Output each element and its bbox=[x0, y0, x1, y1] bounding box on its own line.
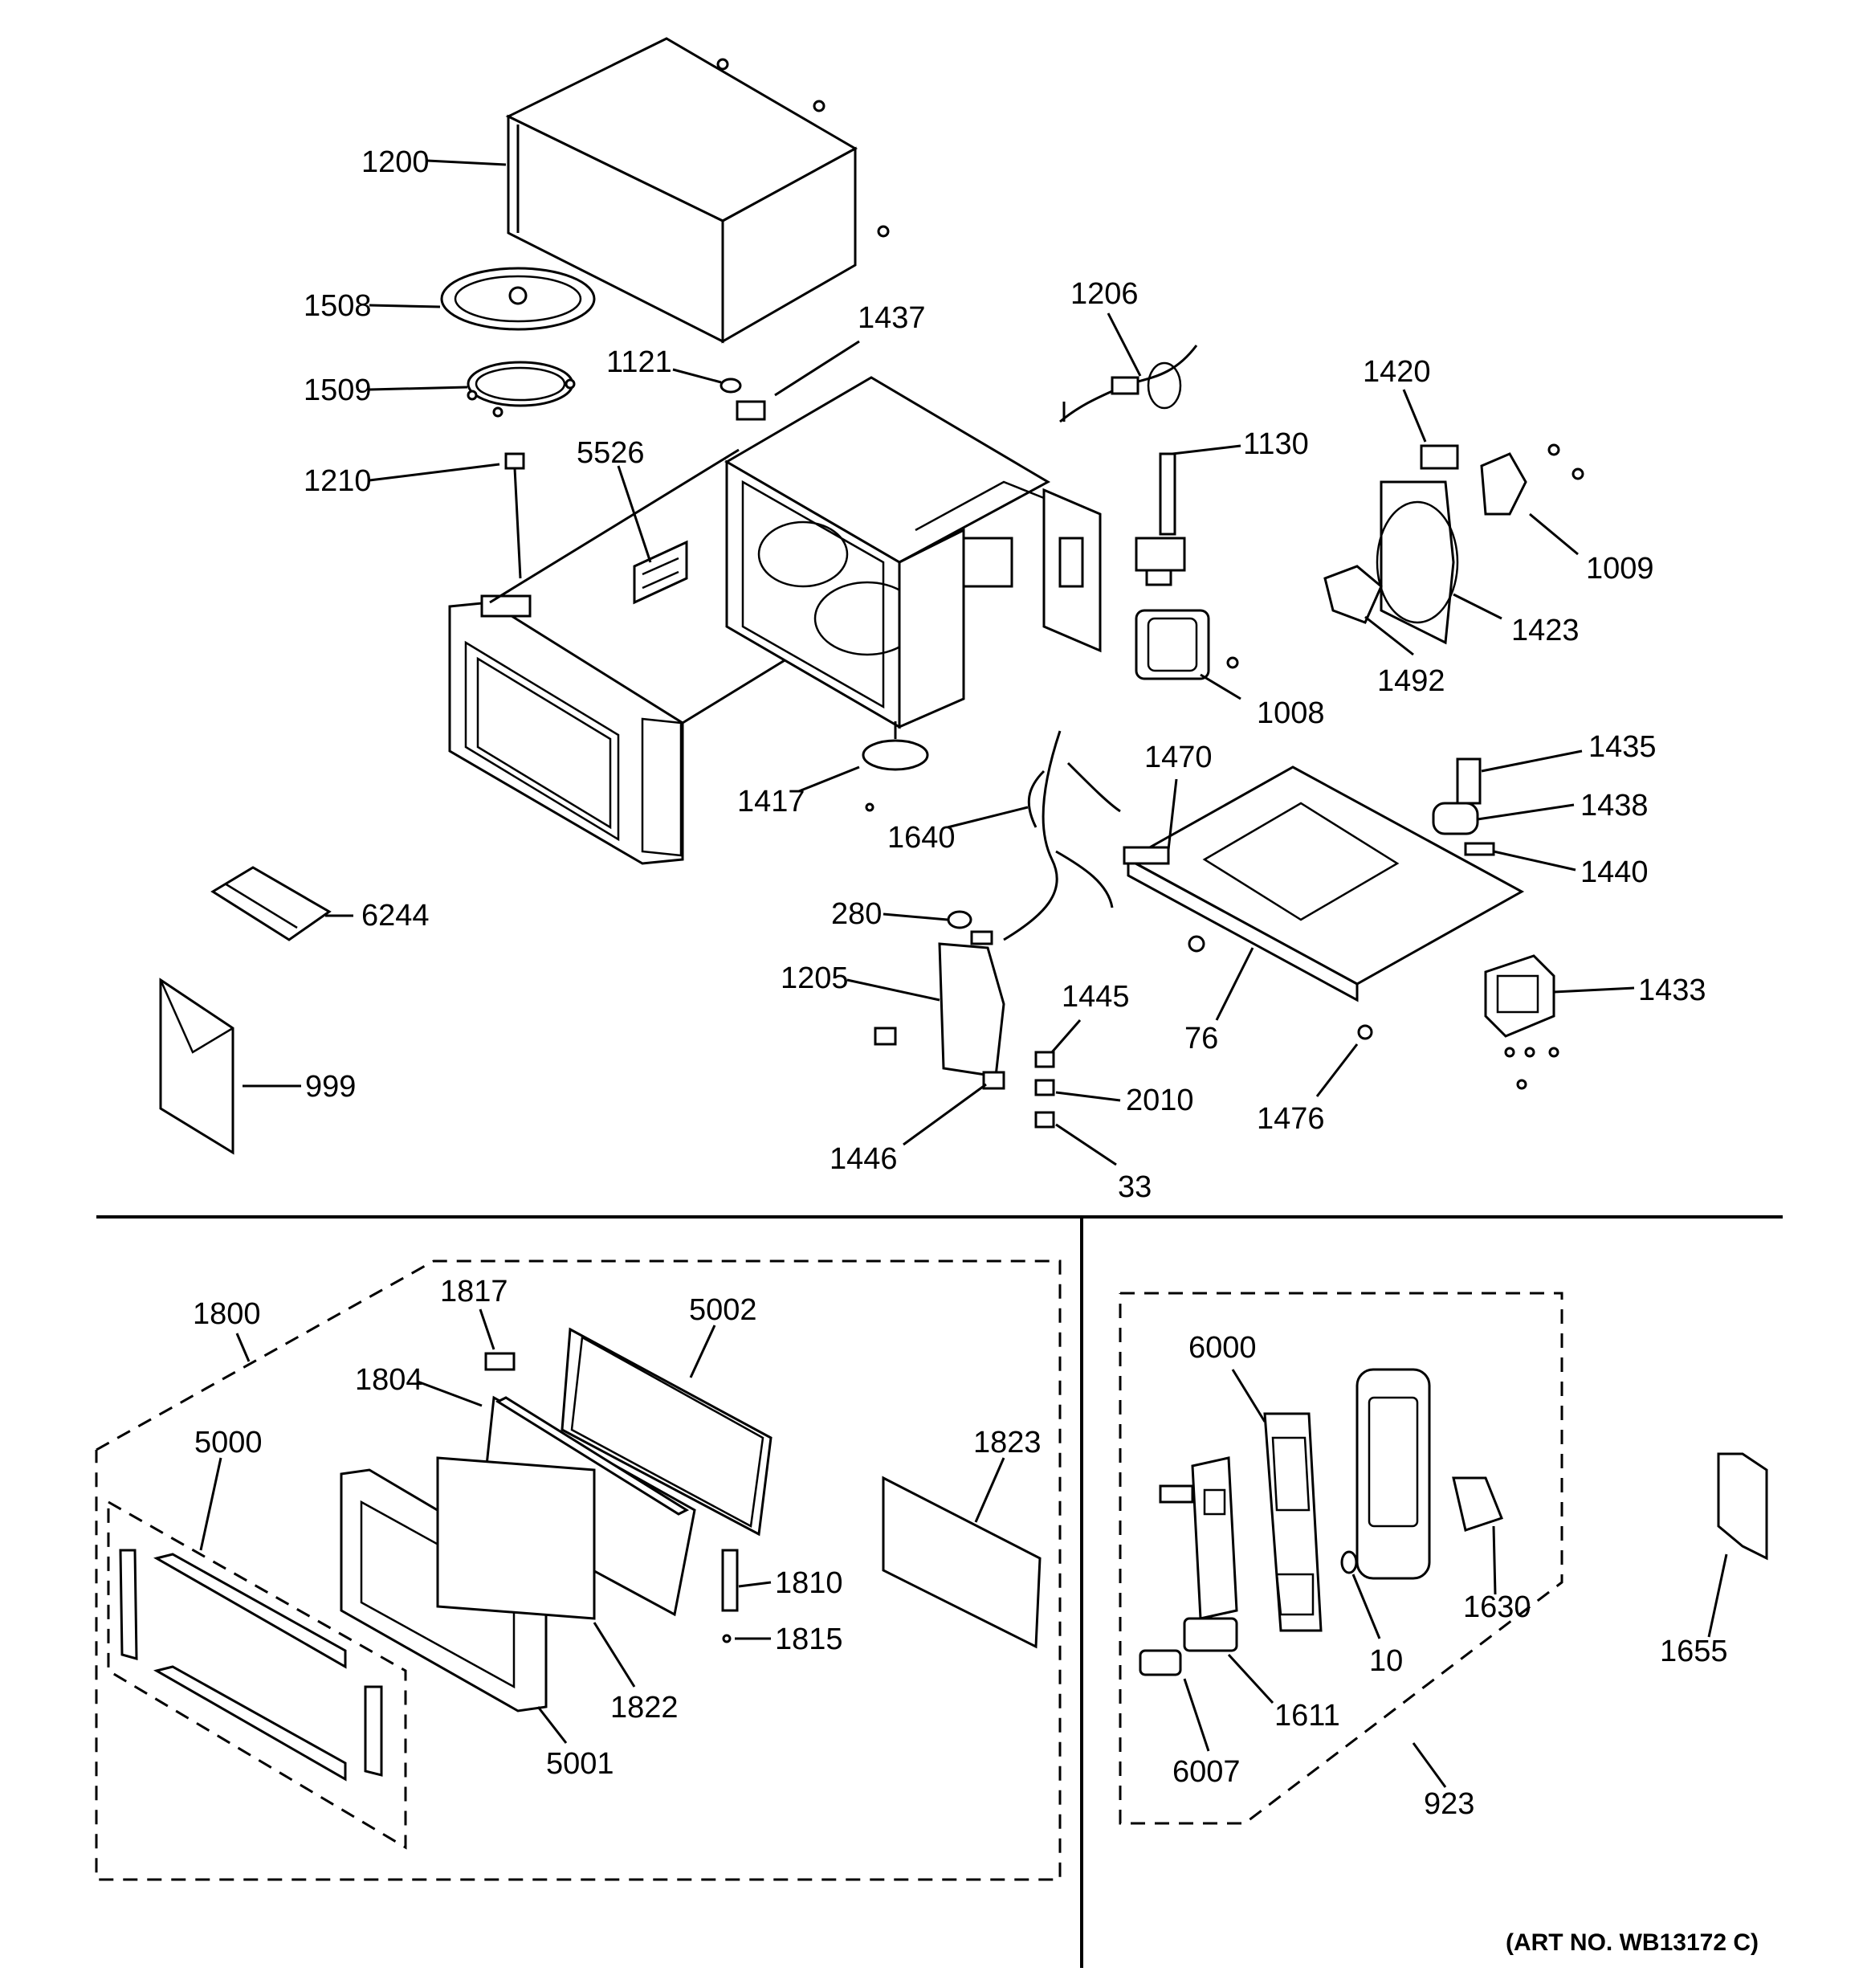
fuse-holder-1438 bbox=[1432, 757, 1495, 856]
label-1130: 1130 bbox=[1243, 427, 1309, 461]
coupler-1210 bbox=[504, 452, 525, 579]
label-1210: 1210 bbox=[304, 464, 372, 498]
fan-assembly-1423 bbox=[1323, 443, 1584, 645]
label-1640: 1640 bbox=[887, 821, 956, 855]
label-6007: 6007 bbox=[1172, 1755, 1241, 1789]
label-1822: 1822 bbox=[610, 1691, 679, 1725]
label-5526: 5526 bbox=[577, 436, 645, 470]
outer-case-1200 bbox=[505, 37, 890, 344]
plate-5526 bbox=[633, 540, 688, 605]
label-999: 999 bbox=[305, 1070, 356, 1104]
label-1446: 1446 bbox=[830, 1142, 898, 1176]
label-1823: 1823 bbox=[973, 1426, 1042, 1459]
label-1438: 1438 bbox=[1580, 789, 1649, 823]
label-33: 33 bbox=[1118, 1170, 1152, 1204]
power-cord-1206 bbox=[1059, 345, 1198, 423]
label-6000: 6000 bbox=[1188, 1331, 1257, 1365]
label-2010: 2010 bbox=[1126, 1084, 1194, 1117]
label-76: 76 bbox=[1184, 1022, 1218, 1055]
label-1420: 1420 bbox=[1363, 355, 1431, 389]
label-280: 280 bbox=[831, 897, 882, 931]
label-1433: 1433 bbox=[1638, 974, 1706, 1007]
label-1470: 1470 bbox=[1144, 741, 1213, 774]
magnetron-1008 bbox=[1135, 609, 1239, 680]
label-1437: 1437 bbox=[858, 301, 926, 335]
label-1611: 1611 bbox=[1274, 1699, 1340, 1733]
top-leaders bbox=[243, 159, 1635, 1166]
label-1804: 1804 bbox=[355, 1363, 423, 1397]
label-1200: 1200 bbox=[361, 145, 430, 179]
roller-ring-1509 bbox=[467, 361, 576, 418]
label-10: 10 bbox=[1369, 1644, 1403, 1678]
art-number: (ART NO. WB13172 C) bbox=[1506, 1929, 1759, 1956]
label-5001: 5001 bbox=[546, 1747, 614, 1781]
door-leaders bbox=[199, 1308, 1005, 1744]
label-1476: 1476 bbox=[1257, 1102, 1325, 1136]
label-1508: 1508 bbox=[304, 289, 372, 323]
base-plate-76 bbox=[1123, 765, 1525, 1040]
door-labels: 1800 1817 5002 1804 5000 1823 1810 1815 … bbox=[193, 1275, 1042, 1781]
label-1492: 1492 bbox=[1377, 664, 1445, 698]
label-5000: 5000 bbox=[194, 1426, 263, 1459]
label-1509: 1509 bbox=[304, 374, 372, 407]
label-5002: 5002 bbox=[689, 1293, 757, 1327]
door-assembly-1800 bbox=[95, 1259, 1062, 1881]
label-1817: 1817 bbox=[440, 1275, 508, 1308]
oven-cavity bbox=[724, 376, 1102, 729]
label-1815: 1815 bbox=[775, 1623, 843, 1656]
label-1810: 1810 bbox=[775, 1566, 843, 1600]
label-6244: 6244 bbox=[361, 899, 430, 933]
label-1417: 1417 bbox=[737, 785, 805, 818]
label-1630: 1630 bbox=[1463, 1590, 1531, 1624]
glass-tray-1508 bbox=[440, 267, 596, 331]
door-latch-1205 bbox=[874, 910, 1055, 1129]
turntable-motor-1417 bbox=[862, 721, 929, 812]
packet-6244 bbox=[210, 866, 332, 941]
label-1121: 1121 bbox=[606, 345, 672, 379]
capacitor-1130 bbox=[1135, 452, 1186, 586]
label-1445: 1445 bbox=[1062, 980, 1130, 1014]
envelope-999 bbox=[159, 978, 234, 1155]
thermostat-1437 bbox=[720, 378, 766, 421]
label-923: 923 bbox=[1424, 1787, 1474, 1821]
label-1009: 1009 bbox=[1586, 552, 1654, 586]
control-leaders bbox=[1183, 1369, 1728, 1788]
top-labels: 1200 1508 1509 1210 1121 1437 5526 1206 … bbox=[304, 145, 1706, 1204]
label-1008: 1008 bbox=[1257, 696, 1325, 730]
wire-harness-1640 bbox=[1003, 730, 1121, 941]
label-1206: 1206 bbox=[1070, 277, 1139, 311]
label-1423: 1423 bbox=[1511, 614, 1580, 647]
section-dividers bbox=[96, 1215, 1783, 1968]
label-1205: 1205 bbox=[781, 961, 849, 995]
control-labels: 6000 1630 10 1611 6007 923 1655 bbox=[1172, 1331, 1728, 1821]
transformer-1433 bbox=[1484, 954, 1559, 1090]
control-panel-923 bbox=[1119, 1292, 1768, 1825]
label-1655: 1655 bbox=[1660, 1635, 1728, 1668]
label-1440: 1440 bbox=[1580, 855, 1649, 889]
label-1435: 1435 bbox=[1588, 730, 1657, 764]
label-1800: 1800 bbox=[193, 1297, 261, 1331]
